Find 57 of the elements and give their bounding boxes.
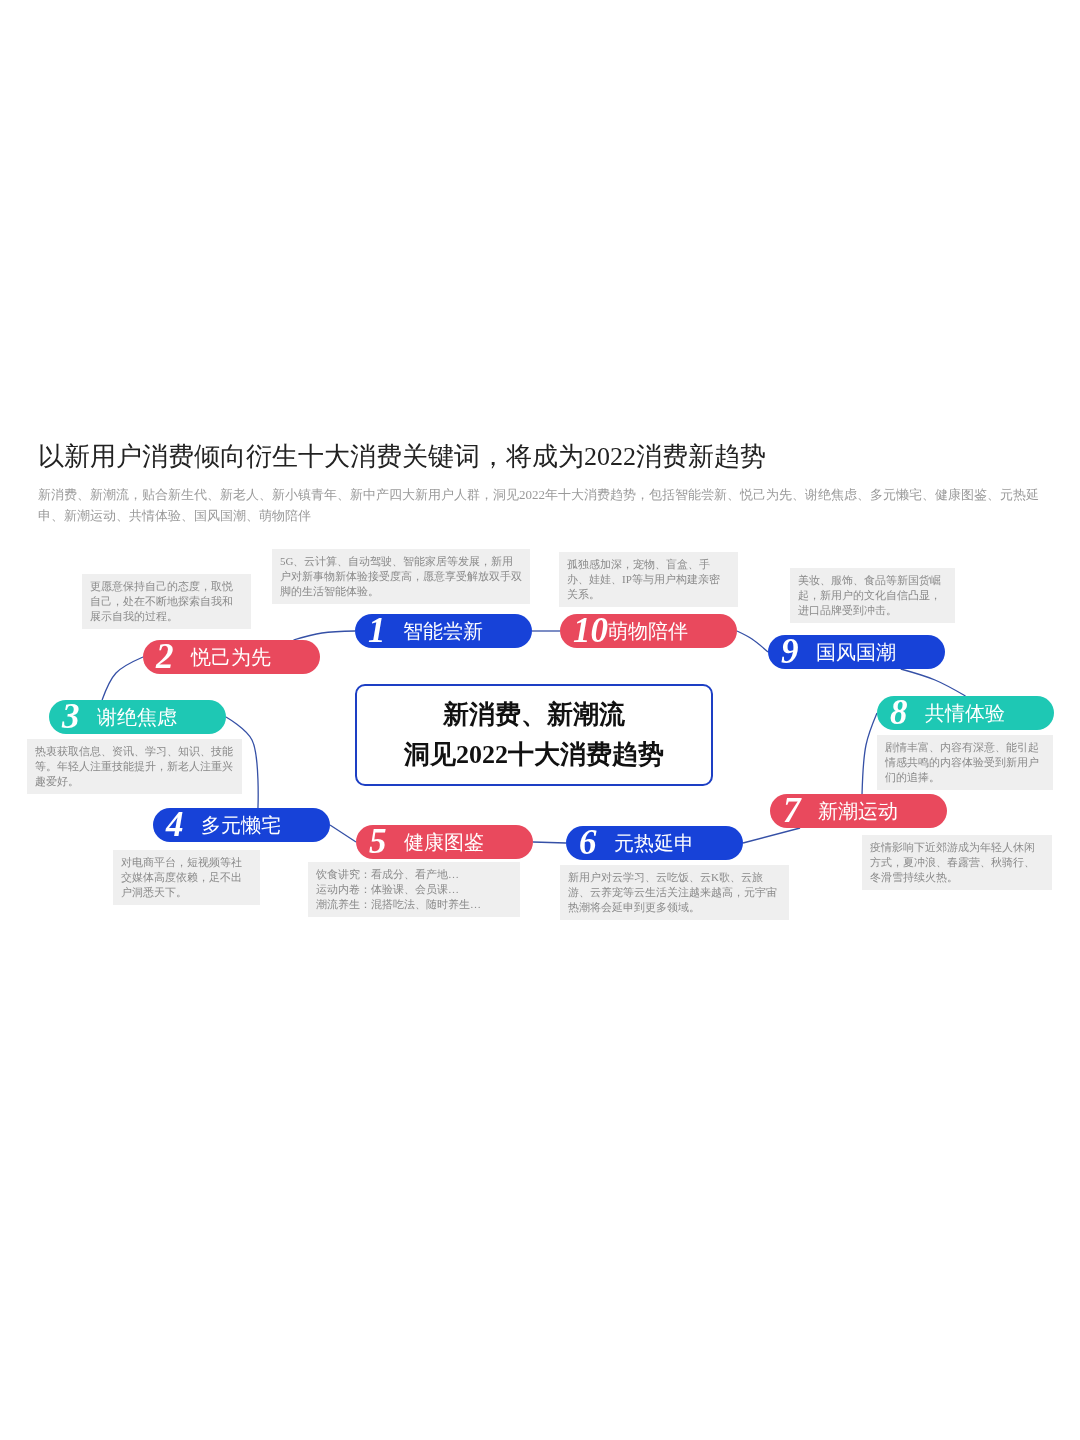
trend-number: 6 [579, 826, 597, 860]
connector-line [292, 630, 356, 641]
trend-number: 3 [62, 700, 80, 734]
trend-number: 7 [783, 794, 801, 828]
trend-name: 健康图鉴 [404, 830, 484, 854]
trend-number: 1 [368, 614, 386, 648]
description-text: 更愿意保持自己的态度，取悦自己，处在不断地探索自我和展示自我的过程。 [90, 579, 234, 624]
connector-line [225, 716, 259, 809]
trend-name: 多元懒宅 [201, 813, 281, 837]
trend-pill [566, 826, 743, 860]
trend-number: 2 [156, 640, 174, 674]
connector-line [531, 630, 561, 632]
trend-name: 国风国潮 [816, 640, 896, 664]
connector-line [101, 656, 144, 701]
trend-pill [877, 696, 1054, 730]
trend-name: 萌物陪伴 [608, 620, 688, 643]
trend-name: 元热延申 [614, 831, 694, 855]
trend-pill [356, 825, 533, 859]
page-title: 以新用户消费倾向衍生十大消费关键词，将成为2022消费新趋势 [38, 441, 766, 473]
subtitle-text: 新消费、新潮流，贴合新生代、新老人、新小镇青年、新中产四大新用户人群，洞见2022年十大消费趋势，包括智能尝新、悦己为先、谢绝焦虑、多元懒宅、健康图鉴、元热延申、新潮运动、共情体验、国风国潮、萌物陪伴 [38, 486, 1040, 525]
description-text: 潮流养生：混搭吃法、随时养生… [316, 897, 482, 912]
connector-line [742, 827, 801, 844]
trend-name: 谢绝焦虑 [97, 705, 177, 729]
headline-text: 洞见2022十大消费趋势 [404, 739, 664, 771]
trend-pill [355, 614, 532, 648]
trend-name: 新潮运动 [818, 799, 898, 823]
connector-line [900, 668, 967, 697]
headline-text: 新消费、新潮流 [443, 699, 625, 731]
connector-line [861, 712, 878, 795]
description-text: 5G、云计算、自动驾驶、智能家居等发展，新用户对新事物新体验接受度高，愿意享受解放双手双脚的生活智能体验。 [280, 554, 522, 599]
description-text: 孤独感加深，宠物、盲盒、手办、娃娃、IP等与用户构建亲密关系。 [567, 557, 721, 602]
trend-number: 9 [781, 635, 799, 669]
trend-name: 共情体验 [925, 701, 1005, 725]
trend-number: 5 [369, 825, 387, 859]
connector-line [329, 824, 357, 843]
description-text: 疫情影响下近郊游成为年轻人休闲方式，夏冲浪、春露营、秋骑行、冬滑雪持续火热。 [870, 840, 1036, 885]
description-text: 美妆、服饰、食品等新国货崛起，新用户的文化自信凸显，进口品牌受到冲击。 [798, 573, 942, 618]
description-text: 剧情丰富、内容有深意、能引起情感共鸣的内容体验受到新用户们的追捧。 [885, 740, 1040, 785]
trend-name: 智能尝新 [403, 619, 483, 643]
trend-pill [560, 614, 737, 648]
trend-name: 悦己为先 [191, 645, 271, 669]
trend-number: 8 [890, 696, 908, 730]
description-text: 对电商平台，短视频等社交媒体高度依赖，足不出户洞悉天下。 [121, 855, 243, 900]
connector-line [532, 841, 567, 844]
trend-pill [770, 794, 947, 828]
trend-pill [49, 700, 226, 734]
description-text: 热衷获取信息、资讯、学习、知识、技能等。年轻人注重技能提升，新老人注重兴趣爱好。 [35, 744, 234, 789]
trend-pill [768, 635, 945, 669]
description-text: 新用户对云学习、云吃饭、云K歌、云旅游、云养宠等云生活关注越来越高，元宇宙热潮将会延申到更多领域。 [568, 870, 778, 915]
trend-pill [143, 640, 320, 674]
trend-number: 10 [573, 614, 608, 648]
trend-number: 4 [166, 808, 184, 842]
trend-pill [153, 808, 330, 842]
connector-line [736, 630, 769, 653]
description-text: 饮食讲究：看成分、看产地… [316, 867, 460, 882]
headline-box [355, 684, 713, 786]
description-text: 运动内卷：体验课、会员课… [316, 882, 460, 897]
